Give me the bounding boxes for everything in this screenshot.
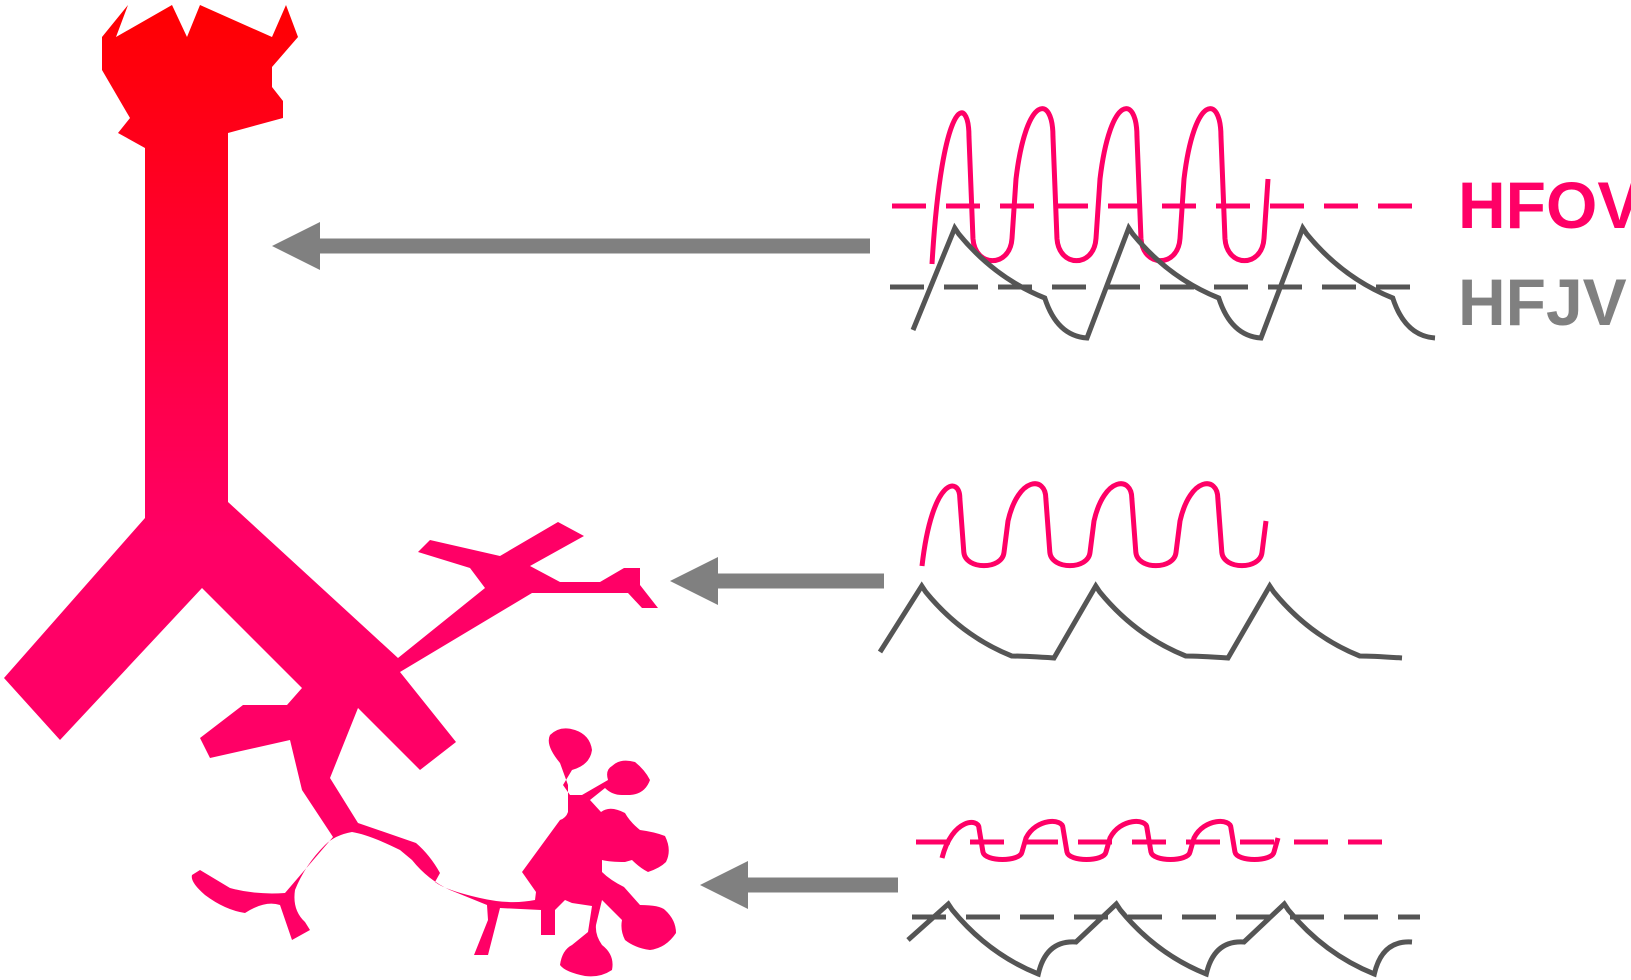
bronchial-tree-icon [4,5,676,977]
hfjv-waveform [877,581,1403,661]
left-arrow-icon [670,557,884,605]
left-arrow-icon [272,222,870,270]
waveform-layer [877,106,1436,978]
hfov-waveform [929,106,1271,265]
legend-hfjv-label: HFJV [1458,265,1627,339]
hfov-waveform [919,481,1269,568]
hfjv-waveform [910,222,1436,341]
hfov-waveform [939,818,1281,862]
left-arrow-icon [700,861,898,909]
hfjv-waveform [906,900,1413,978]
legend-hfov-label: HFOV [1458,168,1631,242]
